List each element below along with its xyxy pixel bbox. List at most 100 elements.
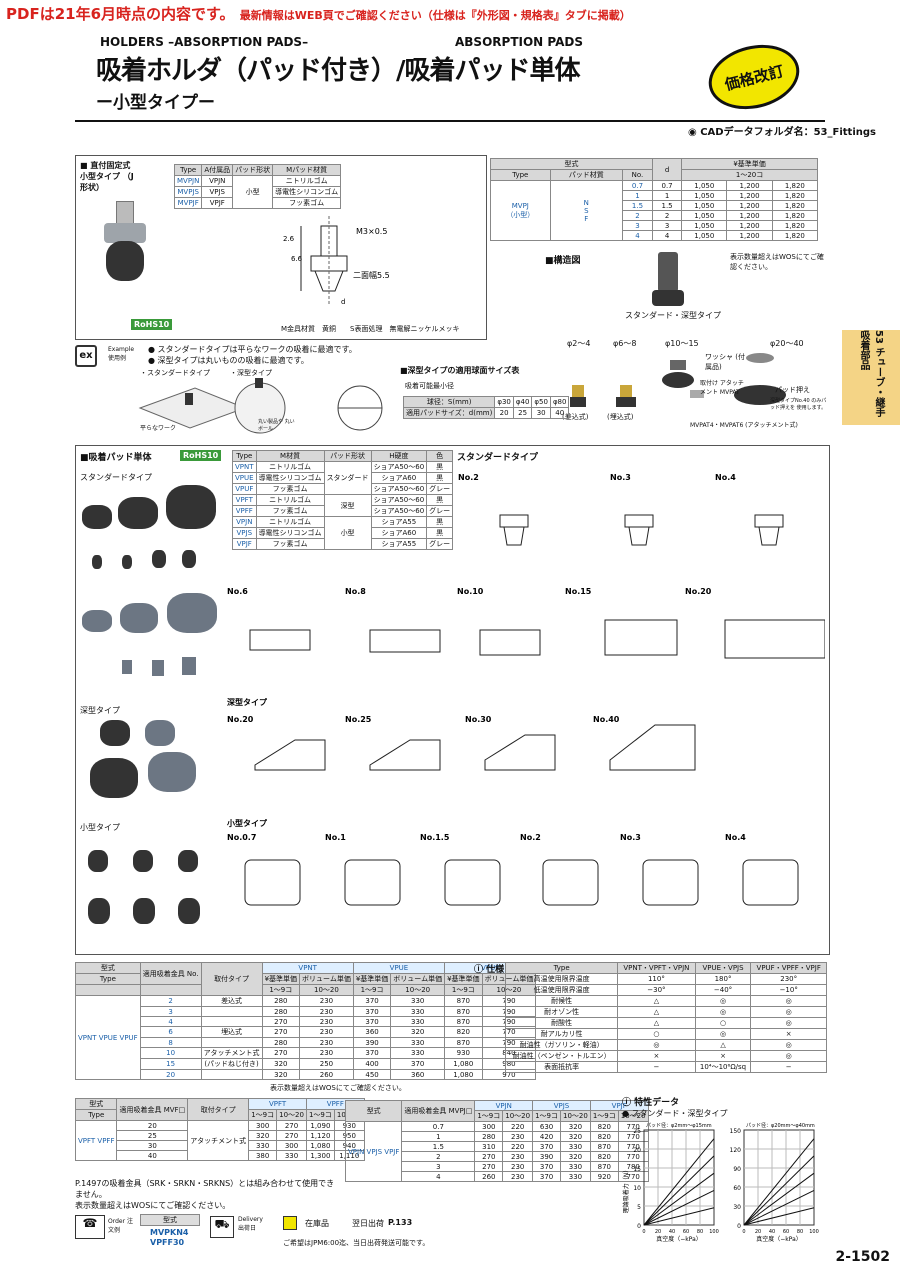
chart-left-ytick: 20 [633, 1147, 641, 1154]
pads-label: ■吸着パッド単体 [80, 453, 152, 463]
chart-left-series-line [643, 1155, 715, 1226]
title-en-right: ABSORPTION PADS [455, 35, 583, 49]
chart-sub: ● スタンダード・深型タイプ [622, 1109, 728, 1118]
chart-right-ytick: 60 [733, 1185, 741, 1192]
order-example-2: VPFF30 [150, 1238, 185, 1247]
chart-left-ytick: 0 [637, 1223, 641, 1230]
deep-no40: No.40 [593, 715, 620, 724]
holder-label: ■ 直付固定式 小型タイプ （J形状） [80, 161, 134, 192]
holder-rohs: RoHS10 [131, 319, 173, 330]
example-round: 丸い製品や 丸いボール [258, 419, 295, 432]
label-washer: ワッシャ (付属品) [705, 353, 745, 371]
chart-right-series-line [743, 1172, 815, 1226]
std-no2: No.2 [458, 473, 479, 482]
chart-left-xtick: 80 [697, 1229, 703, 1235]
chart-left-series-line [643, 1138, 715, 1226]
side-tab-text: 53 チューブ・継手 吸着部品 [858, 330, 884, 418]
chart-right-series-line [743, 1207, 815, 1226]
price-note: 表示数量超えはWOSにてご確認ください。 [730, 253, 824, 271]
price-revision-badge: 価格改訂 [701, 35, 807, 119]
chart-left-ytick: 10 [633, 1185, 641, 1192]
notice-main: PDFは21年6月時点の内容です。 [6, 5, 235, 23]
size-20-40: φ20〜40 [770, 339, 804, 348]
dim-hex: 二面幅5.5 [353, 270, 390, 280]
small-no1: No.1 [325, 833, 346, 842]
chart-right-caption: パッド径：φ20mm〜φ40mm [746, 1122, 815, 1129]
label-attach-type: MVPAT4・MVPAT6 (アタッチメント式) [690, 422, 798, 429]
small-no15: No.1.5 [420, 833, 450, 842]
side-category-tab[interactable]: 53 チューブ・継手 吸着部品 [842, 330, 900, 425]
chart-right-ytick: 30 [733, 1204, 741, 1211]
chart-left-ytick: 25 [633, 1128, 641, 1135]
page-subtitle: ー小型タイプー [96, 93, 215, 113]
std-no8: No.8 [345, 587, 366, 596]
cad-folder-label[interactable]: ◉ CADデータフォルダ名：53_Fittings [688, 127, 876, 138]
chart-left-xlabel: 真空度（−kPa） [656, 1235, 702, 1243]
phone-icon: ☎ [75, 1215, 105, 1239]
deep-no20: No.20 [227, 715, 254, 724]
chart-right-xtick: 100 [809, 1229, 819, 1235]
dim-thread: M3×0.5 [356, 227, 387, 236]
small-no4: No.4 [725, 833, 746, 842]
small-drawing-title: 小型タイプ [226, 818, 268, 828]
page-ref[interactable]: P.133 [388, 1218, 413, 1227]
size-6-8: φ6〜8 [613, 339, 637, 348]
small-no3: No.3 [620, 833, 641, 842]
stock-label: 在庫品 [305, 1219, 329, 1228]
badge-text: 価格改訂 [722, 61, 786, 94]
chart-right-xtick: 20 [755, 1229, 761, 1235]
chart-left-series-line [643, 1172, 715, 1226]
structure-label: ■構造図 [545, 256, 581, 266]
chart-left-ytick: 5 [637, 1204, 641, 1211]
example-flat: 平らなワーク [140, 425, 177, 432]
size-2-4: φ2〜4 [567, 339, 591, 348]
deep-no25: No.25 [345, 715, 372, 724]
chart-left-ytick: 15 [633, 1166, 641, 1173]
chart-left-xtick: 100 [709, 1229, 719, 1235]
dim-d: d [341, 298, 345, 306]
chart-right-ytick: 0 [737, 1223, 741, 1230]
chart-left-xtick: 60 [683, 1229, 689, 1235]
deep-pads-photo [90, 720, 210, 805]
title-divider [75, 120, 825, 122]
next-day-label: 翌日出荷 [352, 1219, 384, 1228]
std-no6: No.6 [227, 587, 248, 596]
deep-photo-label: 深型タイプ [80, 706, 120, 715]
chart-left-xtick: 40 [669, 1229, 675, 1235]
chart-title: ⓘ 特性データ [622, 1098, 680, 1108]
chart-left-caption: パッド径：φ2mm〜φ15mm [646, 1122, 712, 1129]
label-presser-note: 深型タイプNo.40 のみパッド押えを 使用します。 [770, 398, 827, 411]
example-std: ・スタンダードタイプ [140, 369, 210, 377]
stock-icon [283, 1216, 297, 1230]
chart-right-ytick: 120 [730, 1147, 742, 1154]
chart-left-xtick: 20 [655, 1229, 661, 1235]
title-en-left: HOLDERS –ABSORPTION PADS– [100, 35, 309, 49]
example-deep: ・深型タイプ [230, 369, 272, 377]
chart-right-series-line [743, 1155, 815, 1226]
cad-text: CADデータフォルダ名：53_Fittings [700, 127, 876, 138]
deep-drawing-title: 深型タイプ [227, 697, 268, 707]
small-photo-label: 小型タイプ [80, 823, 120, 832]
chart-right-series-line [743, 1138, 815, 1226]
example-note-2: ● 深型タイプは丸いものの吸着に最適です。 [148, 356, 309, 365]
pads-section [75, 445, 830, 955]
material-note: M金具材質 黄銅 S表面処理 無電解ニッケルメッキ [281, 325, 460, 333]
page-title: 吸着ホルダ（パッド付き）/吸着パッド単体 [96, 56, 580, 86]
chart-left-series-line [643, 1207, 715, 1226]
price2-note: 表示数量超えはWOSにてご確認ください。 [270, 1084, 406, 1092]
pdf-notice: PDFは21年6月時点の内容です。 最新情報はWEB頁でご確認ください（仕様は『… [6, 3, 896, 25]
std-no20: No.20 [685, 587, 712, 596]
std-drawing-title: スタンダードタイプ [457, 453, 539, 463]
chart-right-series-line [743, 1190, 815, 1226]
std-no3: No.3 [610, 473, 631, 482]
order-label: Order 注文例 [108, 1218, 133, 1234]
std-no15: No.15 [565, 587, 592, 596]
page-number: 2-1502 [835, 1249, 890, 1265]
spec-title: ⓘ 仕様 [474, 965, 505, 975]
chart-right-xtick: 0 [742, 1229, 745, 1235]
footer-note-2: 表示数量超えはWOSにてご確認ください。 [75, 1201, 231, 1210]
